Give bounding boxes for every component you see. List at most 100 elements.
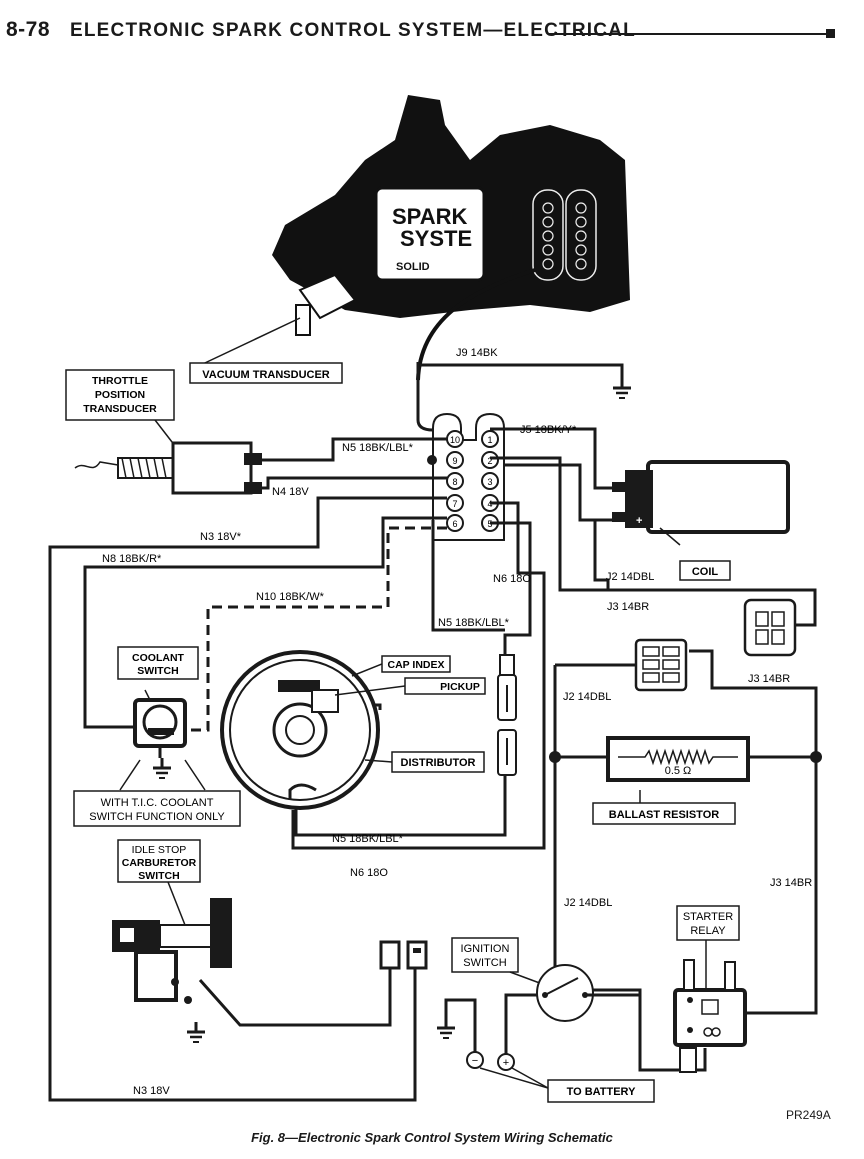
connector-pin-8: 8 — [446, 472, 464, 490]
to-battery-label: TO BATTERY — [547, 1079, 655, 1103]
starter-relay-label: STARTER RELAY — [676, 905, 740, 941]
connector-pin-9: 9 — [446, 451, 464, 469]
throttle-position-label: THROTTLE POSITION TRANSDUCER — [65, 369, 175, 421]
header-rule — [548, 33, 826, 35]
wire-label-j9: J9 14BK — [456, 347, 498, 359]
battery-negative-terminal: − — [466, 1051, 484, 1069]
wire-label-n8: N8 18BK/R* — [102, 553, 162, 565]
connector-pin-3: 3 — [481, 472, 499, 490]
module-connector-pins — [542, 202, 587, 270]
ballast-resistor: 0.5 Ω — [606, 736, 750, 803]
wire-label-n5-top: N5 18BK/LBL* — [342, 442, 414, 454]
pickup-label: PICKUP — [404, 677, 486, 695]
wire-label-n3-top: N3 18V* — [200, 531, 242, 543]
junction-dot — [427, 455, 437, 465]
throttle-label-line3: TRANSDUCER — [83, 403, 157, 415]
vacuum-transducer-label: VACUUM TRANSDUCER — [189, 362, 343, 384]
pickup-connector — [497, 654, 517, 776]
wire-label-j3-b: J3 14BR — [748, 673, 790, 685]
tic-label-line2: SWITCH FUNCTION ONLY — [89, 811, 225, 823]
wire-label-j3-c: J3 14BR — [770, 877, 812, 889]
idle-label-line2: CARBURETOR — [122, 857, 197, 869]
coil-text: COIL — [692, 566, 719, 578]
connector-pin-label: 9 — [452, 456, 457, 466]
connector-pin-label: 3 — [487, 477, 492, 487]
idle-label-line1: IDLE STOP — [132, 844, 187, 856]
ballast-value: 0.5 Ω — [665, 765, 692, 777]
connector-pin-2: 2 — [481, 451, 499, 469]
starter-label-line2: RELAY — [690, 925, 726, 937]
distributor — [220, 650, 406, 810]
minus-sign: − — [472, 1055, 478, 1067]
connector-pin-label: 1 — [487, 435, 492, 445]
connector-pin-label: 8 — [452, 477, 457, 487]
distributor-label: DISTRIBUTOR — [391, 751, 485, 773]
junction-dot — [549, 751, 561, 763]
module-label-line2: SYSTE — [400, 226, 472, 251]
wire-label-n5-mid: N5 18BK/LBL* — [438, 617, 510, 629]
wire-label-n6-mid: N6 18O — [493, 573, 531, 585]
connector-pin-label: 10 — [450, 435, 460, 445]
coolant-label-line2: SWITCH — [137, 665, 178, 677]
starter-relay — [673, 959, 747, 1073]
ignition-label-line1: IGNITION — [461, 943, 510, 955]
idle-stop-carburetor-switch — [112, 898, 232, 1004]
wire-label-n6-low: N6 18O — [350, 867, 388, 879]
cap-index-label: CAP INDEX — [381, 655, 451, 673]
connector-pin-label: 6 — [452, 519, 457, 529]
connector-pin-1: 1 — [481, 430, 499, 448]
page-number: 8-78 — [6, 18, 51, 41]
ballast-resistor-text: BALLAST RESISTOR — [609, 809, 719, 821]
connector-j2 — [634, 638, 688, 692]
ignition-switch-label: IGNITION SWITCH — [451, 937, 519, 973]
ground-symbol — [151, 756, 173, 780]
throttle-label-line1: THROTTLE — [92, 375, 148, 387]
wire-label-j2-b: J2 14DBL — [563, 691, 611, 703]
wire-labels: J9 14BK J5 18BK/Y* N5 18BK/LBL* N4 18V N… — [102, 347, 812, 1097]
connector-pin-label: 7 — [452, 499, 457, 509]
page-title: ELECTRONIC SPARK CONTROL SYSTEM—ELECTRIC… — [70, 20, 636, 41]
starter-label-line1: STARTER — [683, 911, 733, 923]
ground-symbol — [611, 376, 633, 400]
ignition-switch — [536, 964, 640, 1022]
to-battery-text: TO BATTERY — [567, 1086, 637, 1098]
wire-label-n10: N10 18BK/W* — [256, 591, 325, 603]
connector-pin-10: 10 — [446, 430, 464, 448]
figure-caption: Fig. 8—Electronic Spark Control System W… — [251, 1130, 613, 1145]
ground-symbol — [185, 1020, 207, 1044]
tic-label-line1: WITH T.I.C. COOLANT — [101, 797, 214, 809]
connector-pin-6: 6 — [446, 514, 464, 532]
vacuum-transducer-text: VACUUM TRANSDUCER — [202, 369, 330, 381]
ignition-label-line2: SWITCH — [463, 957, 506, 969]
coolant-label-line1: COOLANT — [132, 652, 184, 664]
module-label-line3: SOLID — [396, 261, 430, 273]
coolant-switch — [133, 689, 187, 758]
coil-label: COIL — [679, 560, 731, 581]
ignition-coil: + — [612, 460, 790, 546]
connector-pin-7: 7 — [446, 494, 464, 512]
pickup-text: PICKUP — [440, 681, 480, 693]
tic-note-label: WITH T.I.C. COOLANT SWITCH FUNCTION ONLY — [73, 790, 241, 827]
connector-j3 — [743, 598, 797, 657]
connector-pin-label: 2 — [487, 456, 492, 466]
throttle-label-line2: POSITION — [95, 389, 145, 401]
wire-label-j2-c: J2 14DBL — [564, 897, 612, 909]
plus-sign: + — [503, 1057, 509, 1069]
cap-index-text: CAP INDEX — [388, 659, 445, 671]
ballast-resistor-label: BALLAST RESISTOR — [592, 802, 736, 825]
svg-text:+: + — [636, 515, 642, 527]
wire-label-j3-a: J3 14BR — [607, 601, 649, 613]
wire-label-n5-low: N5 18BK/LBL* — [332, 833, 404, 845]
figure-code: PR249A — [786, 1108, 831, 1122]
junction-dot — [810, 751, 822, 763]
coolant-switch-label: COOLANT SWITCH — [117, 646, 199, 680]
throttle-position-transducer — [74, 419, 262, 495]
wire-label-j2-a: J2 14DBL — [606, 571, 654, 583]
wire-label-n3-low: N3 18V — [133, 1085, 170, 1097]
idle-switch-connector — [379, 940, 428, 970]
wire-label-n4: N4 18V — [272, 486, 309, 498]
idle-label-line3: SWITCH — [138, 870, 179, 882]
module-label-line1: SPARK — [392, 204, 467, 229]
idle-stop-switch-label: IDLE STOP CARBURETOR SWITCH — [117, 839, 201, 883]
